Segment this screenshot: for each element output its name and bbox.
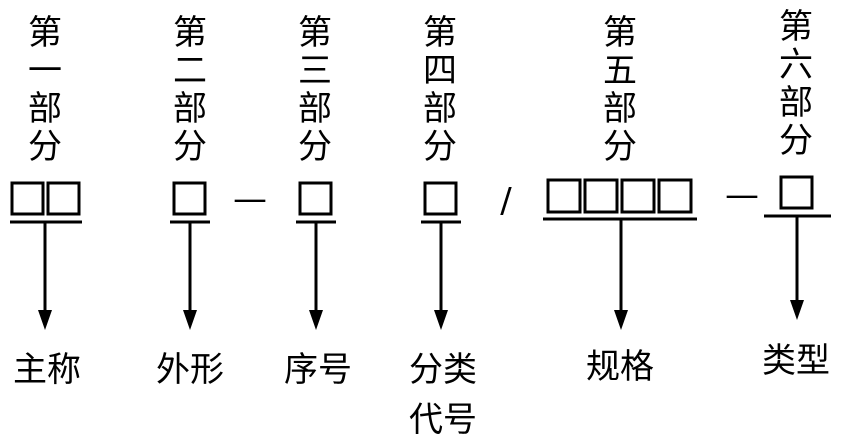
part-6-code-box-1	[779, 175, 814, 210]
part-6-title-char-4: 分	[779, 121, 813, 161]
part-5-code-box-1	[546, 178, 582, 214]
part-5-title-char-4: 分	[603, 127, 637, 167]
part-2-title-char-1: 第	[173, 13, 207, 53]
part-5-code-box-3	[620, 178, 656, 214]
part-2-title-char-3: 部	[173, 89, 207, 129]
part-4-label-line-2: 代号	[409, 400, 477, 440]
part-5-code-box-2	[583, 178, 619, 214]
part-3-title-char-4: 分	[298, 127, 332, 167]
part-2-code-box-1	[172, 181, 207, 216]
part-5-code-box-4	[657, 178, 693, 214]
part-5-title-char-1: 第	[603, 13, 637, 53]
separator-3: —	[725, 175, 759, 215]
part-4-code-box-1	[423, 181, 458, 216]
part-2: 第 二 部 分 外形	[156, 13, 224, 390]
part-4-title-char-1: 第	[423, 13, 457, 53]
part-6: 第 六 部 分 类型	[762, 7, 831, 381]
part-4-title-char-3: 部	[423, 89, 457, 129]
part-3-title-char-3: 部	[298, 89, 332, 129]
part-6-arrowhead	[790, 300, 804, 320]
part-1-title-char-4: 分	[28, 127, 62, 167]
part-5-title-char-3: 部	[603, 89, 637, 129]
part-1-title-char-2: 一	[28, 51, 62, 91]
part-3-title-char-2: 三	[298, 51, 332, 91]
part-6-label: 类型	[762, 341, 830, 381]
part-5-label: 规格	[586, 347, 654, 387]
part-1-code-box-2	[46, 181, 81, 216]
part-3: 第 三 部 分 序号	[284, 13, 352, 390]
part-4-arrowhead	[434, 310, 448, 330]
part-1: 第 一 部 分 主称	[10, 13, 82, 390]
separator-2: /	[500, 181, 512, 221]
part-1-title-char-3: 部	[28, 89, 62, 129]
part-6-title-char-1: 第	[779, 7, 813, 47]
part-4-label-line-1: 分类	[409, 350, 477, 390]
part-3-arrowhead	[309, 310, 323, 330]
part-5-title-char-2: 五	[603, 51, 637, 91]
part-4-title-char-4: 分	[423, 127, 457, 167]
part-1-title-char-1: 第	[28, 13, 62, 53]
part-1-code-box-1	[10, 181, 45, 216]
part-6-title-char-2: 六	[779, 45, 813, 85]
part-3-title-char-1: 第	[298, 13, 332, 53]
part-5-arrowhead	[614, 310, 628, 330]
part-6-title-char-3: 部	[779, 83, 813, 123]
part-1-arrowhead	[38, 310, 52, 330]
part-2-title-char-2: 二	[173, 51, 207, 91]
part-2-title-char-4: 分	[173, 127, 207, 167]
part-3-code-box-1	[298, 181, 333, 216]
part-1-label: 主称	[13, 350, 81, 390]
part-2-arrowhead	[183, 310, 197, 330]
part-4-title-char-2: 四	[423, 51, 457, 91]
separator-1: —	[233, 179, 267, 219]
part-3-label: 序号	[284, 350, 352, 390]
part-2-label: 外形	[156, 350, 224, 390]
part-4: 第 四 部 分 分类 代号	[409, 13, 477, 440]
part-5: 第 五 部 分 规格	[543, 13, 697, 387]
